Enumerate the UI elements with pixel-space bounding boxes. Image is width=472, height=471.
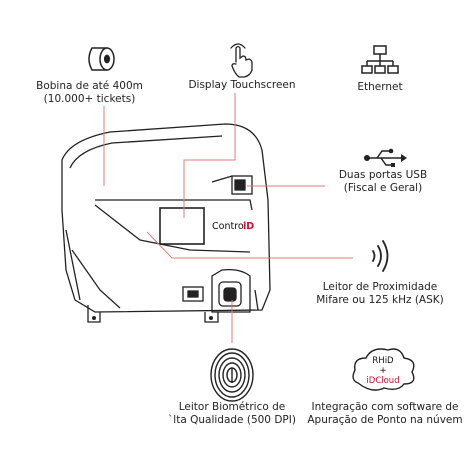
label-software-line2: Apuração de Ponto na núvem xyxy=(307,414,463,426)
svg-text:iDCloud: iDCloud xyxy=(366,376,399,386)
label-roll-capacity: Bobina de até 400m (10.000+ tickets) xyxy=(22,80,157,106)
network-icon xyxy=(361,45,399,74)
label-software-line1: Integração com software de xyxy=(311,401,459,413)
label-biometric-line1: Leitor Biométrico de xyxy=(178,401,286,413)
touch-hand-icon xyxy=(230,43,253,78)
label-usb-line2: (Fiscal e Geral) xyxy=(343,182,423,194)
callout-line-display xyxy=(183,93,236,218)
label-proximity: Leitor de Proximidade Mifare ou 125 kHz … xyxy=(305,281,455,307)
wireless-signal-icon xyxy=(372,240,389,272)
label-software: Integração com software de Apuração de P… xyxy=(305,401,465,427)
label-proximity-line1: Leitor de Proximidade xyxy=(322,281,438,293)
label-usb-line1: Duas portas USB xyxy=(338,169,428,181)
label-usb: Duas portas USB (Fiscal e Geral) xyxy=(320,169,446,195)
control-id-logo: Control iD xyxy=(212,221,254,232)
paper-roll-icon xyxy=(88,47,115,71)
cloud-badge-text: RHiD + iDCloud xyxy=(366,356,399,386)
label-roll-line2: (10.000+ tickets) xyxy=(43,93,136,105)
time-clock-device xyxy=(61,123,271,323)
label-biometric: Leitor Biométrico de `lta Qualidade (500… xyxy=(157,401,307,427)
svg-text:RHiD: RHiD xyxy=(372,356,394,366)
svg-text:iD: iD xyxy=(243,221,254,232)
usb-icon xyxy=(364,148,407,167)
svg-text:+: + xyxy=(379,366,386,376)
label-ethernet-line1: Ethernet xyxy=(357,81,403,93)
label-ethernet: Ethernet xyxy=(340,81,420,94)
callout-lines xyxy=(103,93,353,343)
callout-line-proximity xyxy=(146,231,353,259)
label-roll-line1: Bobina de até 400m xyxy=(36,80,143,92)
cloud-icon xyxy=(352,348,415,391)
svg-text:Control: Control xyxy=(212,221,246,232)
label-biometric-line2: `lta Qualidade (500 DPI) xyxy=(168,414,296,426)
label-proximity-line2: Mifare ou 125 kHz (ASK) xyxy=(316,294,444,306)
label-display-line1: Display Touchscreen xyxy=(188,79,296,91)
label-display: Display Touchscreen xyxy=(180,79,304,92)
fingerprint-icon xyxy=(210,348,254,402)
